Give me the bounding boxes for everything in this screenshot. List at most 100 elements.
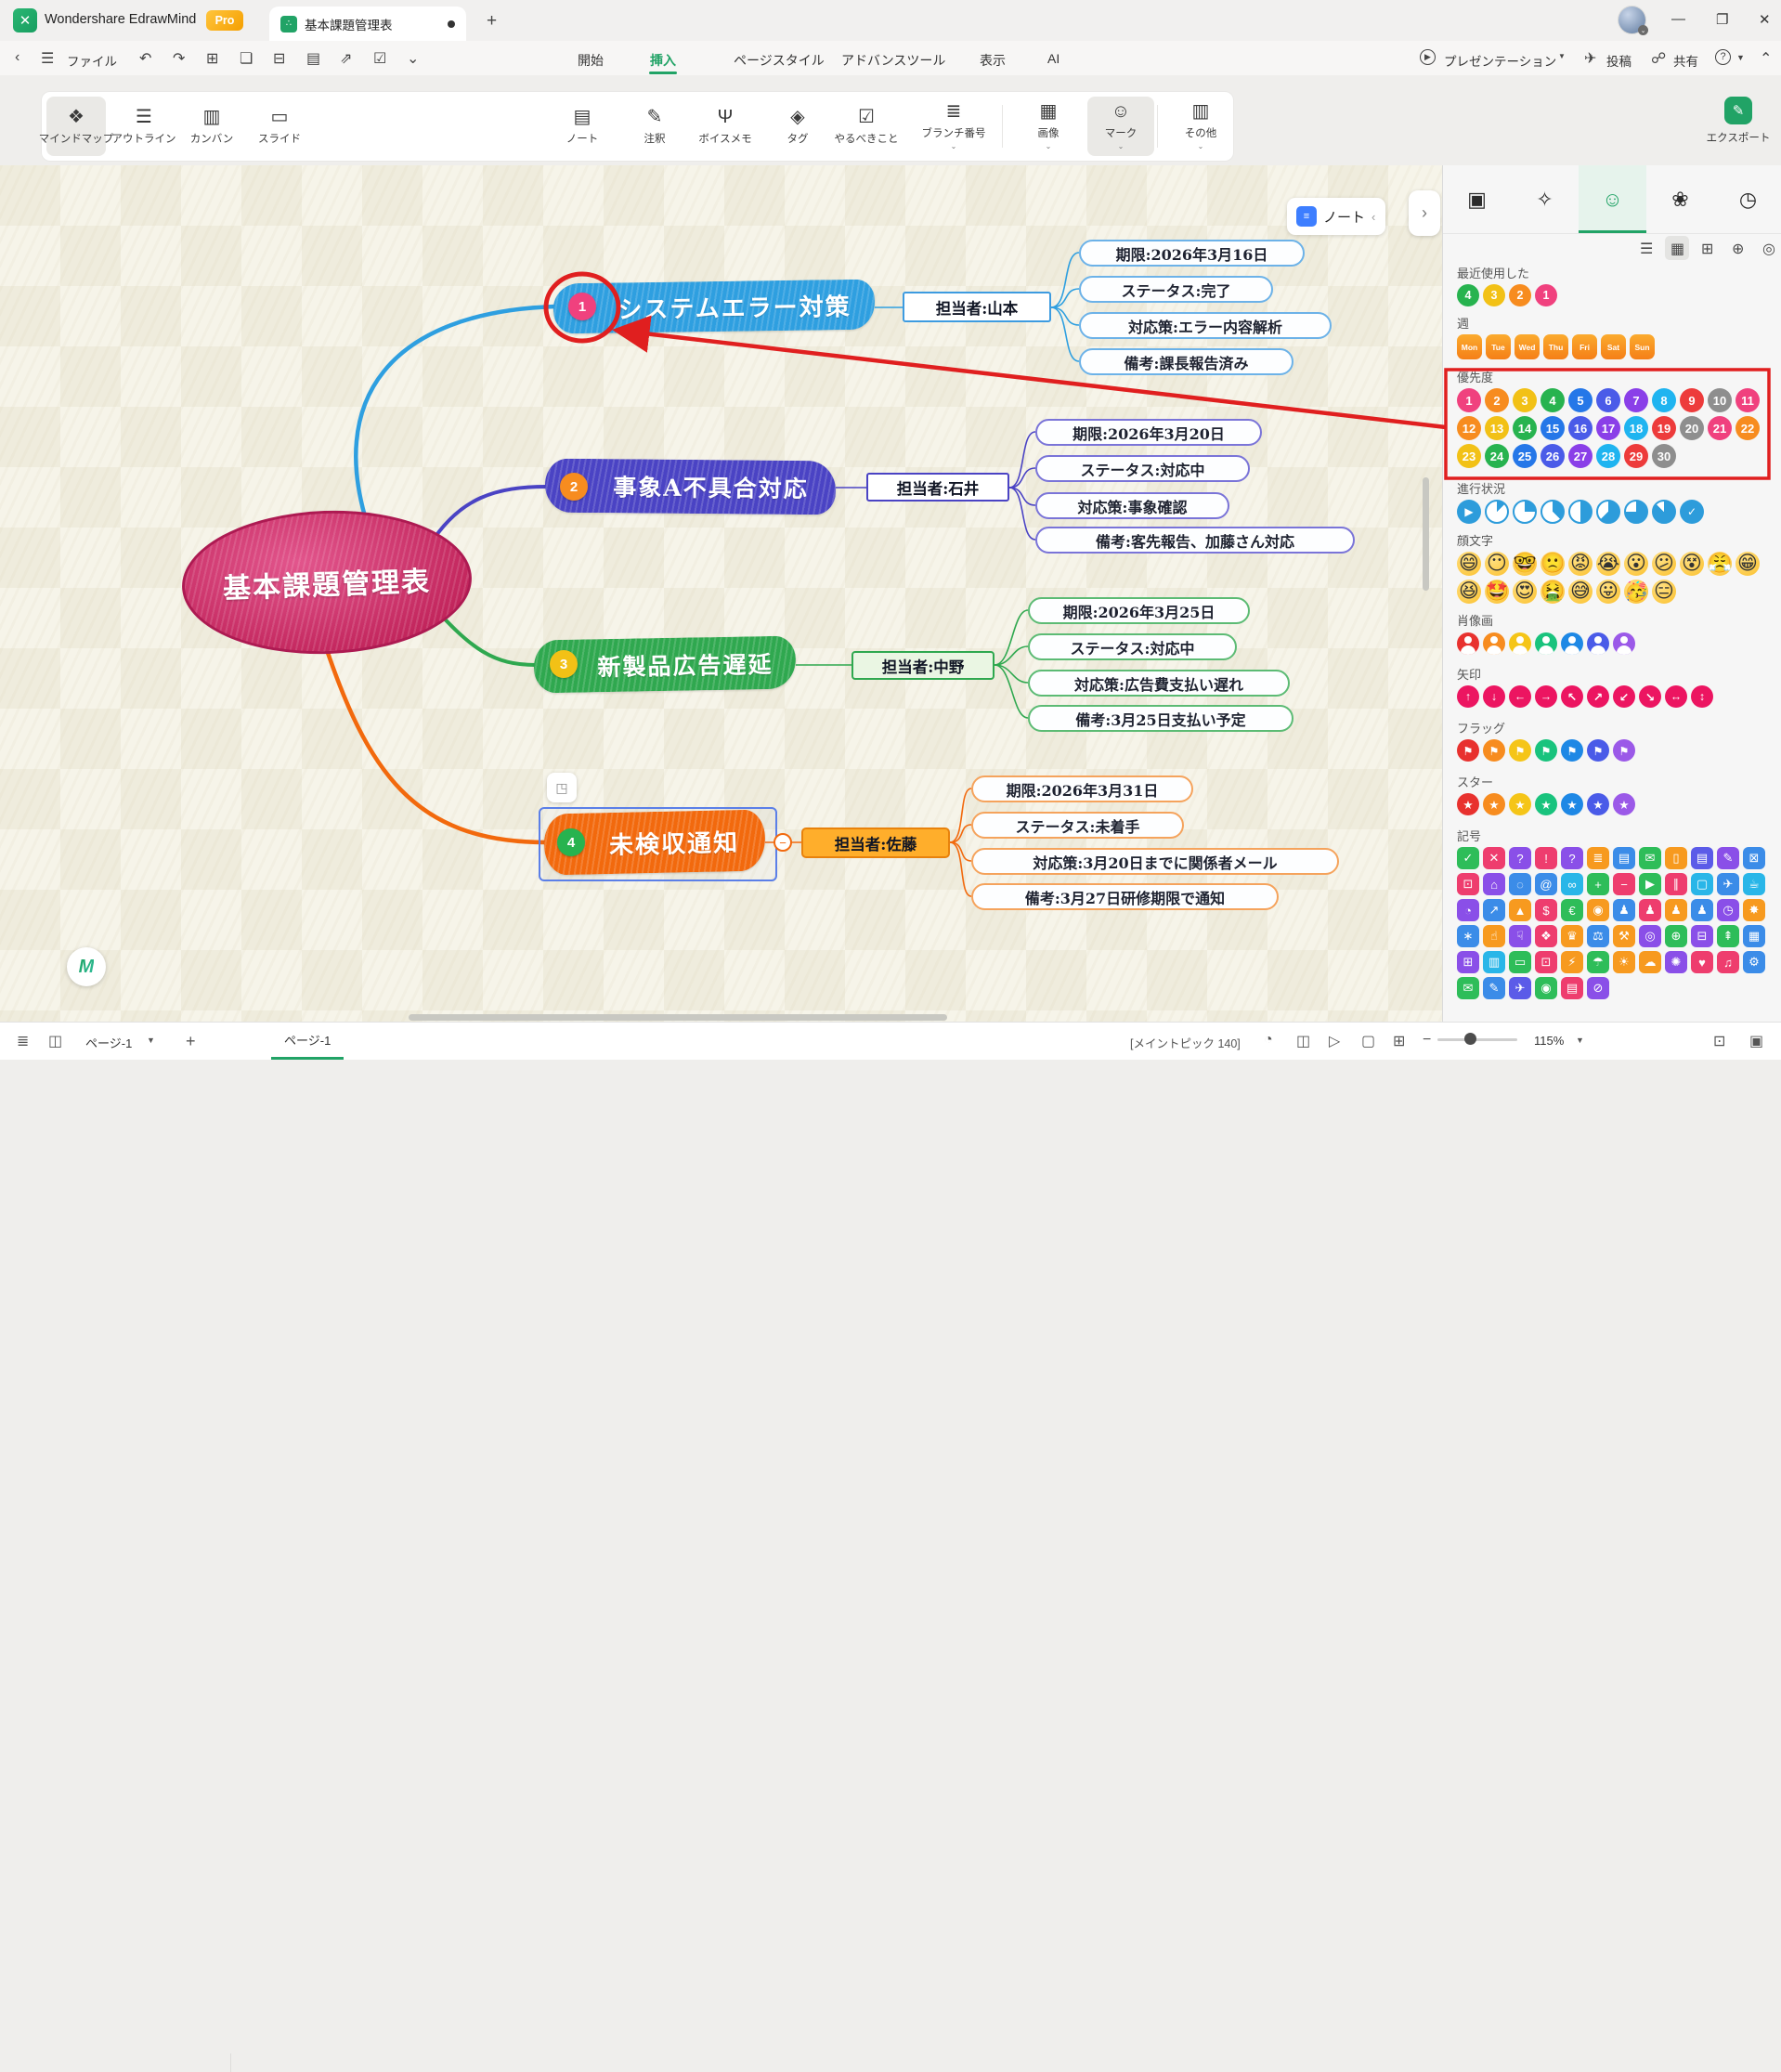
week-mark-Tue[interactable]: Tue bbox=[1486, 334, 1511, 359]
emoticon-mark[interactable]: 😑 bbox=[1652, 580, 1676, 604]
emoticon-mark[interactable]: 😤 bbox=[1708, 552, 1732, 576]
symbol-mark-target[interactable]: ◎ bbox=[1639, 925, 1661, 947]
tool-タグ[interactable]: ◈タグ bbox=[764, 97, 831, 156]
page-tab-active[interactable]: ページ-1 bbox=[271, 1023, 344, 1060]
week-mark-Mon[interactable]: Mon bbox=[1457, 334, 1482, 359]
arrow-mark-↕[interactable]: ↕ bbox=[1691, 685, 1713, 708]
undo-icon[interactable]: ↶ bbox=[139, 49, 151, 68]
priority-mark-22[interactable]: 22 bbox=[1736, 416, 1760, 440]
symbol-mark-search[interactable]: ◌ bbox=[1509, 873, 1531, 895]
symbol-mark-rain[interactable]: ☂ bbox=[1587, 951, 1609, 973]
tool-ノート[interactable]: ▤ノート bbox=[549, 97, 616, 156]
priority-1-badge[interactable]: 1 bbox=[568, 293, 596, 320]
symbol-mark-rocket[interactable]: ⇞ bbox=[1717, 925, 1739, 947]
priority-mark-1[interactable]: 1 bbox=[1457, 388, 1481, 412]
page-view-icon[interactable]: ◫ bbox=[48, 1032, 62, 1050]
symbol-mark-cross[interactable]: ✕ bbox=[1483, 847, 1505, 869]
priority-mark-23[interactable]: 23 bbox=[1457, 444, 1481, 468]
symbol-mark-pen[interactable]: ✎ bbox=[1717, 847, 1739, 869]
redo-icon[interactable]: ↷ bbox=[173, 49, 185, 68]
tool-その他[interactable]: ▥その他⌄ bbox=[1167, 97, 1234, 156]
symbol-mark-bar-chart[interactable]: ▥ bbox=[1483, 951, 1505, 973]
import-icon[interactable]: ☑ bbox=[373, 49, 386, 68]
symbol-mark-mail[interactable]: ✉ bbox=[1457, 977, 1479, 999]
detail-action-4[interactable]: 対応策:3月20日までに関係者メール bbox=[971, 848, 1339, 875]
progress-pie-mark[interactable] bbox=[1540, 500, 1565, 524]
star-mark[interactable]: ★ bbox=[1561, 793, 1583, 815]
tool-やるべきこと[interactable]: ☑やるべきこと bbox=[833, 97, 900, 156]
symbol-mark-lightning[interactable]: ⚡ bbox=[1561, 951, 1583, 973]
tool-ボイスメモ[interactable]: Ψボイスメモ bbox=[692, 97, 759, 156]
frame-icon[interactable]: ▢ bbox=[1361, 1032, 1375, 1050]
detail-action-3[interactable]: 対応策:広告費支払い遅れ bbox=[1028, 670, 1290, 697]
back-icon[interactable]: ‹ bbox=[15, 49, 20, 66]
owner-callout-3[interactable]: 担当者:中野 bbox=[852, 651, 994, 680]
priority-mark-10[interactable]: 10 bbox=[1708, 388, 1732, 412]
symbol-mark-home[interactable]: ⌂ bbox=[1483, 873, 1505, 895]
detail-deadline-1[interactable]: 期限:2026年3月16日 bbox=[1079, 240, 1305, 267]
detail-deadline-2[interactable]: 期限:2026年3月20日 bbox=[1035, 419, 1262, 446]
symbol-mark-coffee[interactable]: ☕ bbox=[1743, 873, 1765, 895]
symbol-mark-badge[interactable]: ❖ bbox=[1535, 925, 1557, 947]
presentation-caret-icon[interactable]: ▼ bbox=[1558, 52, 1566, 60]
detail-note-2[interactable]: 備考:客先報告、加藤さん対応 bbox=[1035, 527, 1355, 554]
priority-mark-21[interactable]: 21 bbox=[1708, 416, 1732, 440]
star-mark[interactable]: ★ bbox=[1457, 793, 1479, 815]
progress-done-mark[interactable]: ✓ bbox=[1680, 500, 1704, 524]
tool-注釈[interactable]: ✎注釈 bbox=[621, 97, 688, 156]
add-mark-icon[interactable]: ⊕ bbox=[1732, 240, 1744, 258]
detail-status-2[interactable]: ステータス:対応中 bbox=[1035, 455, 1250, 482]
priority-mark-18[interactable]: 18 bbox=[1624, 416, 1648, 440]
star-mark[interactable]: ★ bbox=[1587, 793, 1609, 815]
progress-pie-mark[interactable] bbox=[1513, 500, 1537, 524]
detail-status-3[interactable]: ステータス:対応中 bbox=[1028, 633, 1237, 660]
play-slideshow-icon[interactable]: ▷ bbox=[1329, 1032, 1340, 1050]
shape-style-tab[interactable]: ▣ bbox=[1443, 165, 1511, 233]
symbol-mark-play[interactable]: ▶ bbox=[1639, 873, 1661, 895]
avatar[interactable]: ⌄ bbox=[1618, 7, 1645, 33]
symbol-mark-cart[interactable]: ⊟ bbox=[1691, 925, 1713, 947]
arrow-mark-↑[interactable]: ↑ bbox=[1457, 685, 1479, 708]
emoticon-mark[interactable]: 😡 bbox=[1568, 552, 1592, 576]
symbol-mark-scales[interactable]: ⚖ bbox=[1587, 925, 1609, 947]
symbol-mark-music[interactable]: ♫ bbox=[1717, 951, 1739, 973]
detail-note-4[interactable]: 備考:3月27日研修期限で通知 bbox=[971, 883, 1279, 910]
symbol-mark-gift[interactable]: ⊡ bbox=[1535, 951, 1557, 973]
tool-画像[interactable]: ▦画像⌄ bbox=[1015, 97, 1082, 156]
symbol-mark-card[interactable]: ▤ bbox=[1561, 977, 1583, 999]
menu-開始[interactable]: 開始 bbox=[578, 51, 604, 70]
manage-marks-icon[interactable]: ◎ bbox=[1762, 240, 1775, 258]
symbol-mark-lock[interactable]: ⊠ bbox=[1743, 847, 1765, 869]
priority-mark-24[interactable]: 24 bbox=[1485, 444, 1509, 468]
arrow-mark-↓[interactable]: ↓ bbox=[1483, 685, 1505, 708]
menu-アドバンスツール[interactable]: アドバンスツール bbox=[841, 51, 945, 70]
week-mark-Sun[interactable]: Sun bbox=[1630, 334, 1655, 359]
page-selector-caret-icon[interactable]: ▼ bbox=[147, 1036, 155, 1045]
symbol-mark-alarm[interactable]: ◷ bbox=[1717, 899, 1739, 921]
flag-mark[interactable]: ⚑ bbox=[1587, 739, 1609, 762]
priority-mark-19[interactable]: 19 bbox=[1652, 416, 1676, 440]
progress-pie-mark[interactable] bbox=[1652, 500, 1676, 524]
progress-play-mark[interactable]: ▶ bbox=[1457, 500, 1481, 524]
detail-action-1[interactable]: 対応策:エラー内容解析 bbox=[1079, 312, 1332, 339]
priority-mark-28[interactable]: 28 bbox=[1596, 444, 1620, 468]
menu-表示[interactable]: 表示 bbox=[980, 51, 1006, 70]
emoticon-mark[interactable]: 😆 bbox=[1457, 580, 1481, 604]
maximize-button[interactable]: ❐ bbox=[1716, 11, 1728, 28]
symbol-mark-grid[interactable]: ⊞ bbox=[1457, 951, 1479, 973]
owner-callout-1[interactable]: 担当者:山本 bbox=[903, 292, 1051, 322]
fullscreen-icon[interactable]: ⊡ bbox=[1713, 1032, 1725, 1050]
help-button[interactable]: ? bbox=[1715, 49, 1731, 65]
recent-mark-3[interactable]: 3 bbox=[1483, 284, 1505, 306]
symbol-mark-frame[interactable]: ▢ bbox=[1691, 873, 1713, 895]
progress-pie-mark[interactable] bbox=[1624, 500, 1648, 524]
save-icon[interactable]: ⊟ bbox=[273, 49, 285, 68]
symbol-mark-calendar[interactable]: ▦ bbox=[1743, 925, 1765, 947]
emoticon-mark[interactable]: 😄 bbox=[1457, 552, 1481, 576]
symbol-mark-disc[interactable]: ◉ bbox=[1535, 977, 1557, 999]
symbol-mark-area-chart[interactable]: ▲ bbox=[1509, 899, 1531, 921]
collapse-ribbon-icon[interactable]: ⌃ bbox=[1760, 49, 1772, 68]
emoticon-mark[interactable]: 🥳 bbox=[1624, 580, 1648, 604]
new-icon[interactable]: ⊞ bbox=[206, 49, 218, 68]
detail-note-3[interactable]: 備考:3月25日支払い予定 bbox=[1028, 705, 1294, 732]
